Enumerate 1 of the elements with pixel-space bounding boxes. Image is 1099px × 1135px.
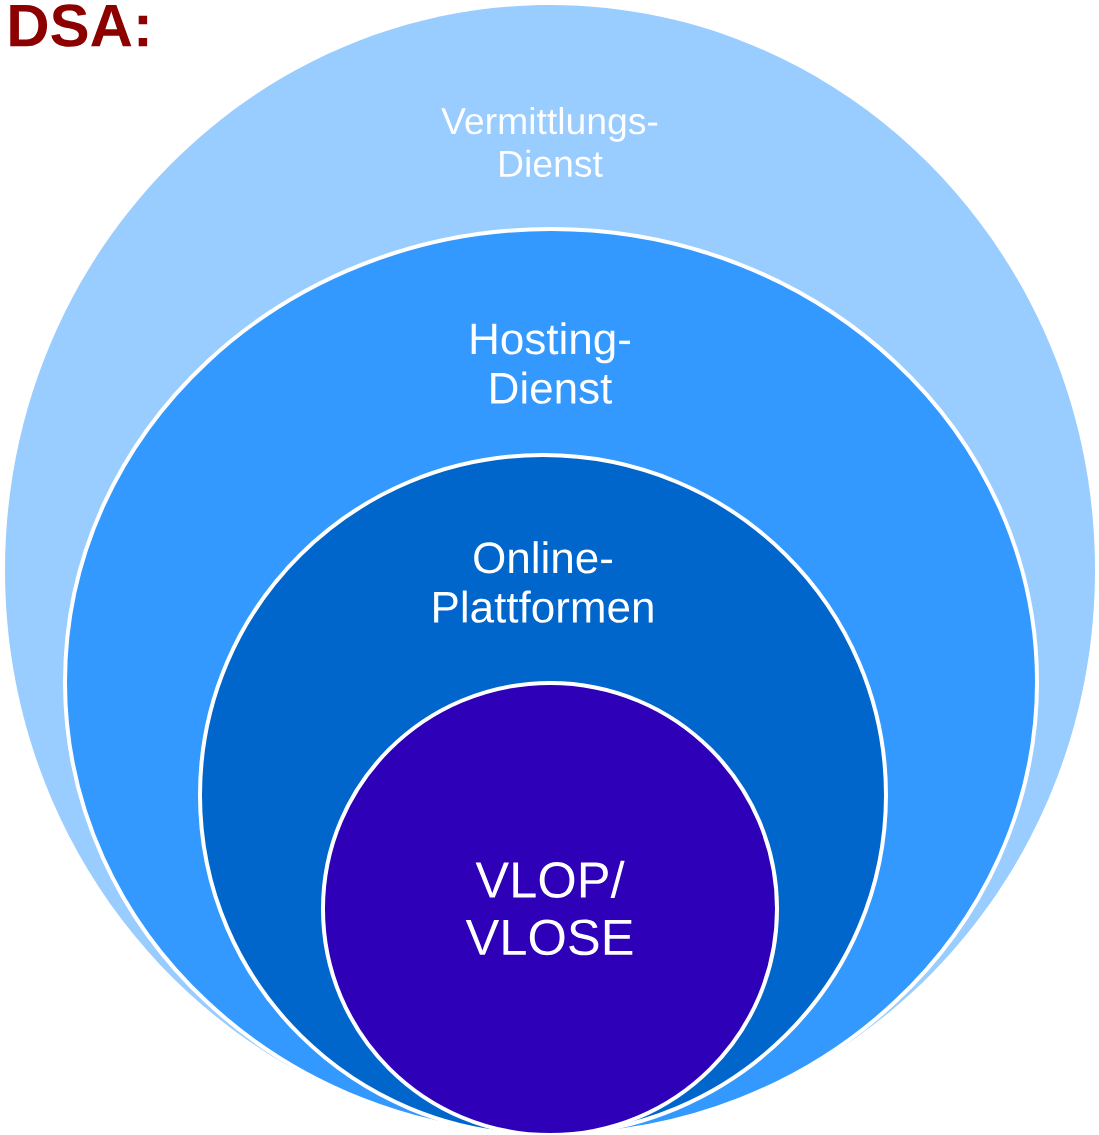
title: DSA: — [10, 4, 148, 47]
